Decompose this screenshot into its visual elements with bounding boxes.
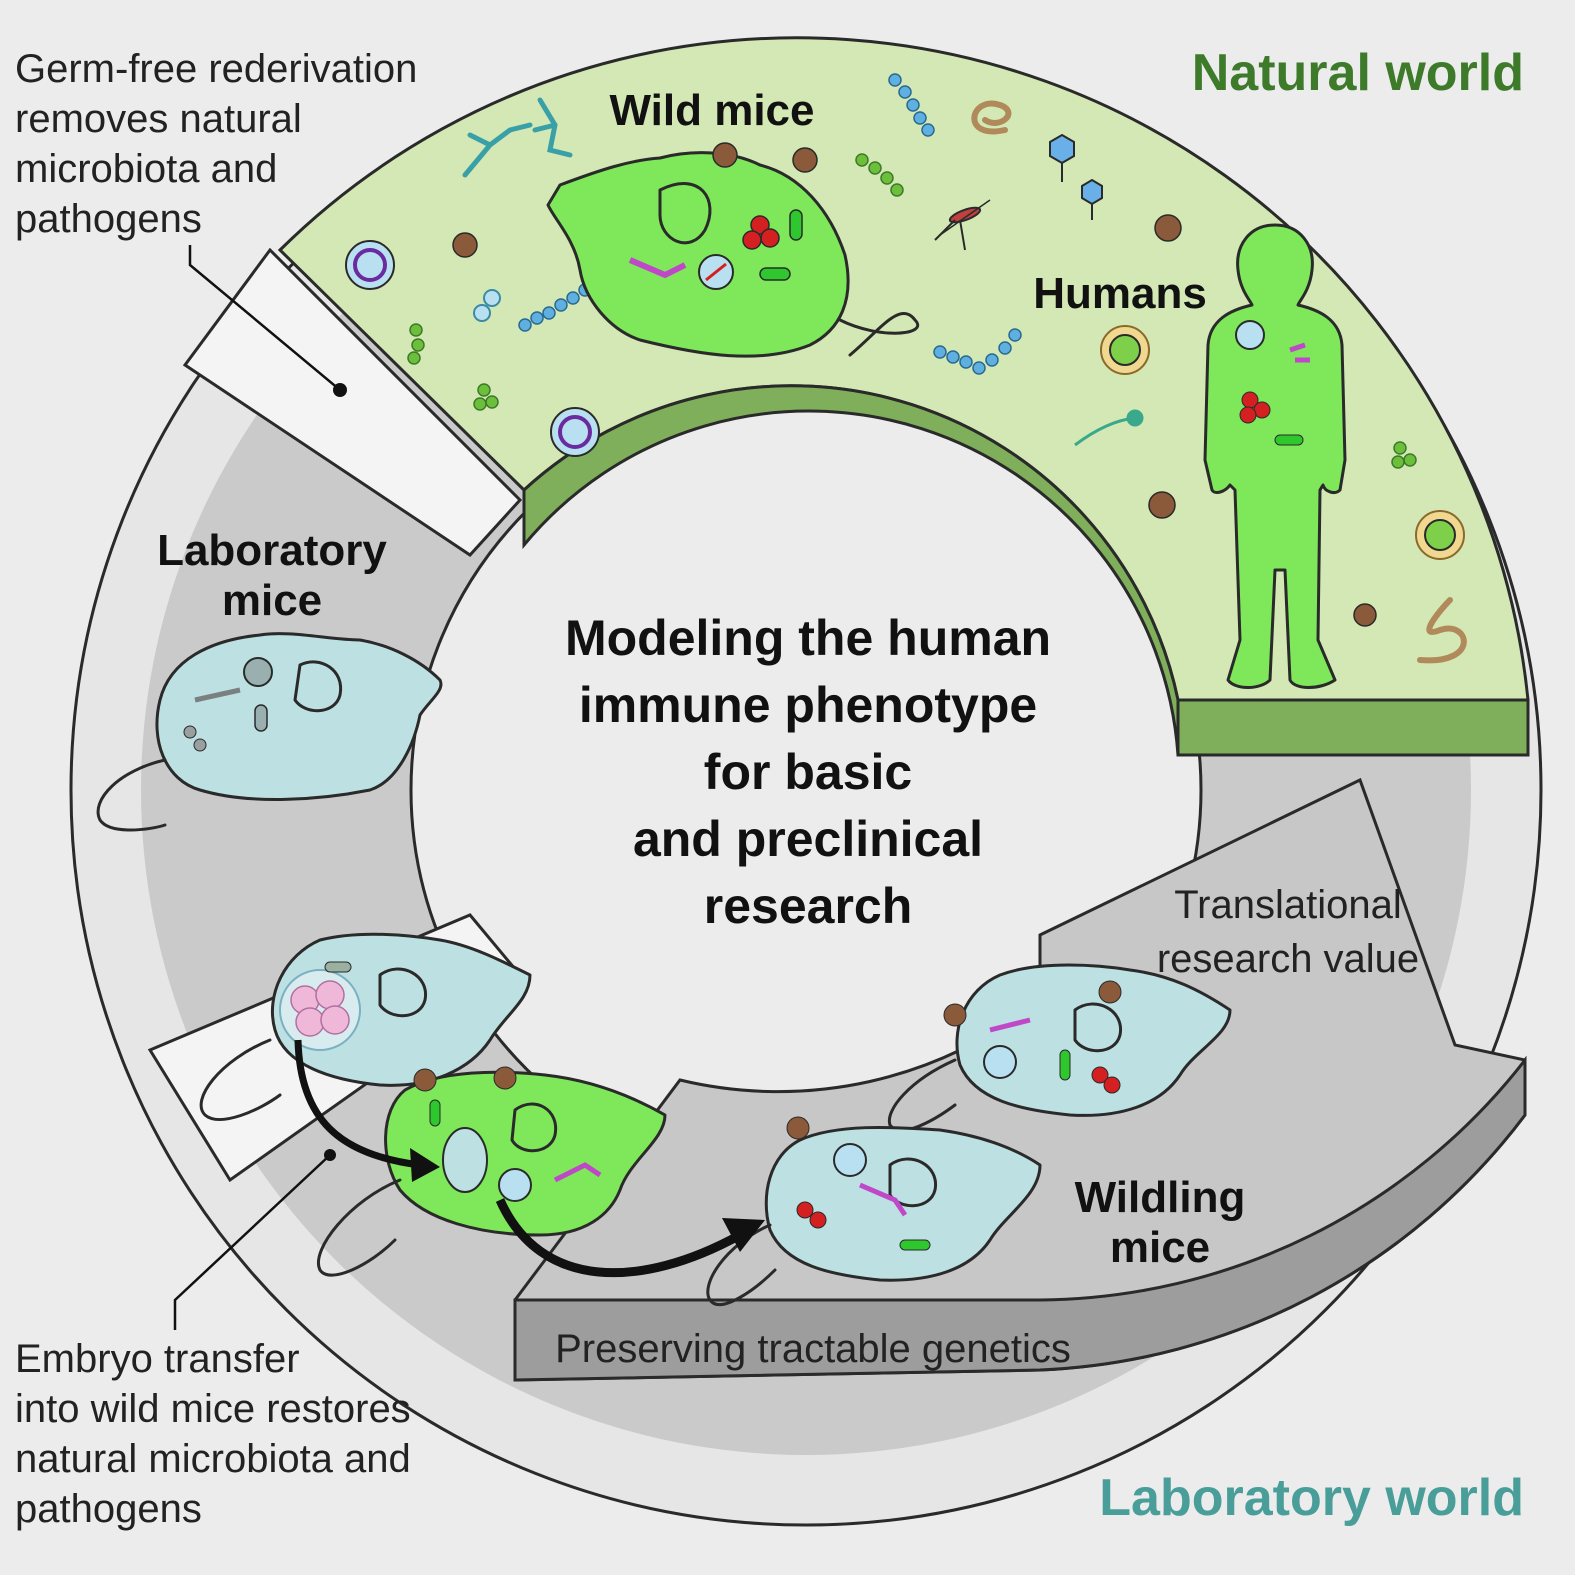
green-bead-icon: [407, 153, 1417, 469]
germ-free-note-line-1: Germ-free rederivation: [15, 47, 417, 91]
phage-icon: [1049, 133, 1103, 220]
translational-note-line-2: research value: [1157, 937, 1419, 981]
center-title-line-5: research: [704, 878, 913, 934]
wildling-mouse-back: [887, 963, 1232, 1132]
mite-icon: [452, 214, 1377, 627]
natural-world-title: Natural world: [1192, 44, 1524, 102]
wild-mouse: [546, 142, 920, 358]
center-title-line-2: immune phenotype: [579, 677, 1037, 733]
bead-chain-icon: [518, 73, 1022, 375]
wildling-mice-label-1: Wildling: [1075, 1173, 1246, 1222]
surrogate-wild-mouse: [317, 1066, 667, 1277]
leader-lines: [173, 245, 347, 1330]
germ-free-gap: [182, 247, 523, 557]
flagellate-icon: [1074, 409, 1144, 447]
translational-note-line-1: Translational: [1174, 883, 1402, 927]
laboratory-mice-label-2: mice: [222, 576, 322, 625]
germ-free-note-line-4: pathogens: [15, 197, 202, 241]
center-title-line-3: for basic: [704, 744, 912, 800]
center-title-line-1: Modeling the human: [565, 610, 1051, 666]
laboratory-world-title: Laboratory world: [1099, 1469, 1524, 1527]
microbes-natural: [345, 73, 1467, 664]
embryo-transfer-note: Embryo transfer into wild mice restores …: [15, 1337, 411, 1531]
virus-icon: [345, 240, 1465, 560]
donor-lab-mouse: [199, 932, 532, 1121]
embryo-note-line-4: pathogens: [15, 1487, 202, 1531]
germ-free-note: Germ-free rederivation removes natural m…: [15, 47, 417, 241]
center-title-line-4: and preclinical: [633, 811, 983, 867]
embryo-note-line-3: natural microbiota and: [15, 1437, 411, 1481]
cocci-icon: [473, 289, 501, 322]
embryo-note-line-2: into wild mice restores: [15, 1387, 411, 1431]
preserving-genetics-note: Preserving tractable genetics: [555, 1327, 1071, 1371]
translational-note: Translational research value: [1157, 883, 1419, 981]
fungus-icon: [462, 97, 573, 178]
wildling-mice-label-2: mice: [1110, 1223, 1210, 1272]
embryo-note-line-1: Embryo transfer: [15, 1337, 300, 1381]
humans-label: Humans: [1033, 269, 1207, 318]
worm-icon: [971, 100, 1467, 664]
wildling-mouse-front: [706, 1116, 1042, 1307]
mosquito-icon: [934, 199, 991, 251]
center-title: Modeling the human immune phenotype for …: [565, 610, 1051, 934]
laboratory-mouse: [96, 632, 443, 832]
germ-free-note-line-2: removes natural: [15, 97, 302, 141]
wild-mice-label: Wild mice: [610, 86, 815, 135]
laboratory-mice-label-1: Laboratory: [157, 526, 387, 575]
germ-free-note-line-3: microbiota and: [15, 147, 277, 191]
embryo-transfer-arrows: [294, 1039, 765, 1278]
human-silhouette: [1203, 223, 1347, 689]
